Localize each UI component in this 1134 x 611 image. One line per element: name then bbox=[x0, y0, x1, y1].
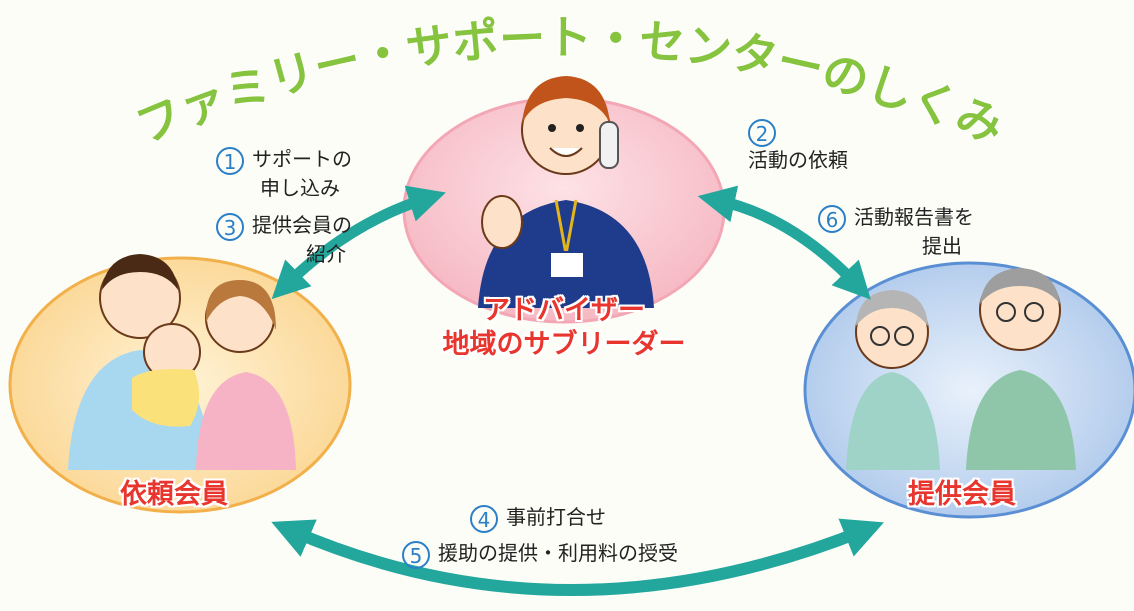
requester-label: 依頼会員 bbox=[120, 479, 228, 510]
advisor-role-line-1: アドバイザー bbox=[483, 295, 645, 326]
step-4-number: 4 bbox=[470, 504, 498, 533]
step-1-line-1: サポートの bbox=[252, 147, 352, 171]
step-2-number: 2 bbox=[748, 118, 776, 147]
advisor-label: アドバイザー 地域のサブリーダー bbox=[414, 294, 714, 362]
step-5-number: 5 bbox=[402, 540, 430, 569]
arrow-advisor-provider bbox=[697, 185, 871, 300]
step-4: 4 事前打合せ bbox=[470, 504, 606, 533]
step-2: 2 活動の依頼 bbox=[748, 118, 848, 173]
arrow-requester-provider bbox=[271, 518, 884, 596]
family-figure bbox=[68, 254, 296, 470]
provider-label: 提供会員 bbox=[908, 479, 1016, 510]
step-1-number: 1 bbox=[216, 146, 244, 175]
step-3-line-1: 提供会員の bbox=[252, 213, 352, 237]
step-6-number: 6 bbox=[818, 204, 846, 233]
step-3-line-2: 紹介 bbox=[306, 241, 346, 266]
step-6-line-1: 活動報告書を bbox=[854, 205, 974, 229]
advisor-role-line-2: 地域のサブリーダー bbox=[442, 329, 686, 360]
step-6: 6 活動報告書を 提出 bbox=[818, 204, 974, 259]
step-4-line-1: 事前打合せ bbox=[506, 505, 606, 529]
advisor-figure bbox=[478, 76, 654, 308]
step-6-line-2: 提出 bbox=[922, 233, 962, 258]
arrow-requester-advisor bbox=[271, 185, 446, 300]
step-2-line-1: 活動の依頼 bbox=[748, 147, 848, 172]
step-3: 3 提供会員の 紹介 bbox=[216, 212, 352, 267]
step-1: 1 サポートの 申し込み bbox=[216, 146, 352, 201]
seniors-figure bbox=[846, 268, 1076, 470]
step-5: 5 援助の提供・利用料の授受 bbox=[402, 540, 678, 569]
step-5-line-1: 援助の提供・利用料の授受 bbox=[438, 541, 678, 565]
step-1-line-2: 申し込み bbox=[260, 175, 340, 200]
step-3-number: 3 bbox=[216, 212, 244, 241]
